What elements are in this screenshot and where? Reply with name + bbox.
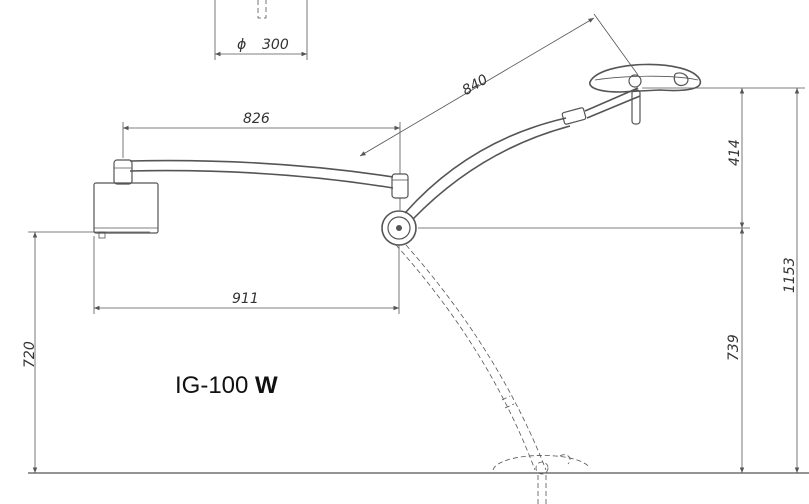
model-prefix: IG-100: [175, 372, 249, 399]
dimension-911-label: 911: [232, 291, 259, 307]
dimension-1153-label: 1153: [782, 257, 798, 293]
dimension-739: 739: [726, 228, 745, 473]
upper-arm: [129, 159, 409, 210]
dimension-739-label: 739: [726, 334, 742, 361]
dimension-720: 720: [22, 232, 38, 473]
dimension-840-label: 840: [460, 72, 491, 99]
dimension-826: 826: [122, 111, 401, 174]
diameter-label: 300: [262, 37, 289, 53]
arm-joint: [381, 210, 417, 246]
dimension-720-label: 720: [22, 341, 38, 368]
dimension-1153: 1153: [782, 88, 800, 473]
dimension-826-label: 826: [243, 111, 270, 127]
model-label: IG-100 W: [175, 372, 278, 400]
alternate-position-arm: [395, 244, 591, 504]
diameter-symbol: ϕ: [237, 37, 246, 53]
dimension-414-label: 414: [727, 139, 743, 166]
forearm: [404, 87, 641, 220]
dimension-911: 911: [93, 236, 400, 314]
diameter-detail: ϕ 300: [214, 0, 308, 60]
dimension-414: 414: [727, 88, 745, 228]
model-suffix: W: [255, 372, 278, 399]
lamp-head: [589, 63, 702, 93]
dimension-840: 840: [359, 13, 639, 157]
wall-mount-box: [93, 159, 159, 239]
